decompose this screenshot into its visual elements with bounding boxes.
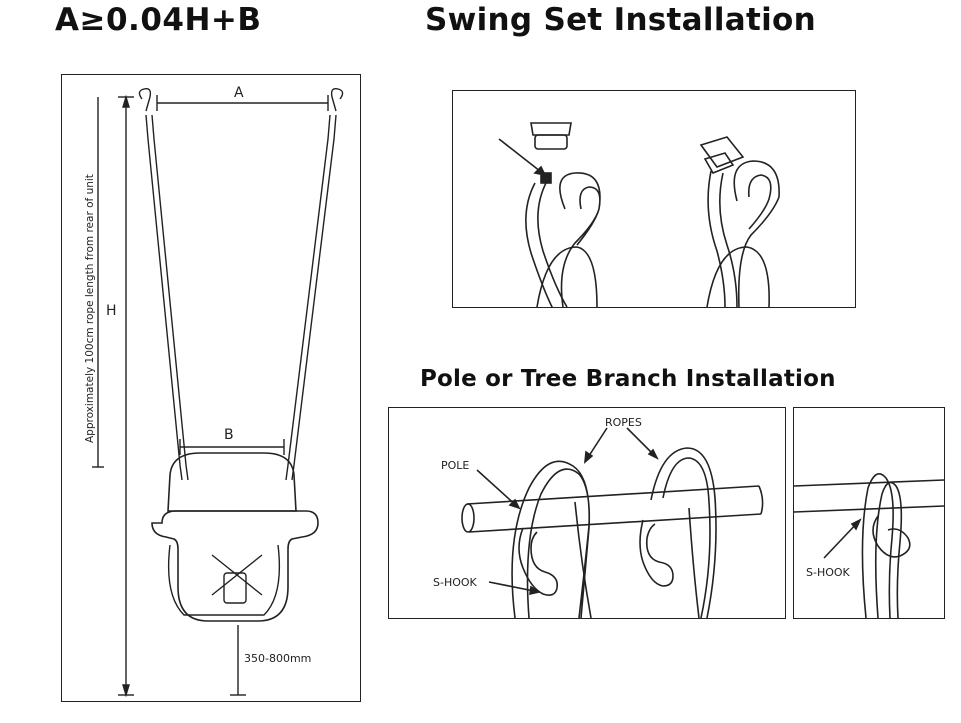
swing-set-installation-title: Swing Set Installation [425,2,816,38]
ground-clearance-label: 350-800mm [244,652,311,665]
seat-base [167,544,281,616]
right-rope-front [291,114,337,481]
rope-two-strand [688,507,700,618]
right-hook-curve [733,160,780,307]
rope-one-strand [574,501,592,618]
s-hook-one [518,527,559,596]
left-hook-shank [525,180,568,307]
pole-installation-drawing: ROPES POLE S-HOOK [433,416,764,618]
branch-installation-drawing: S-HOOK [794,472,944,618]
branch-installation-panel: S-HOOK [793,407,945,619]
rope-one [511,460,591,618]
swing-dimension-drawing: A B H Approximately 100cm rope length fr… [84,85,344,698]
rope-length-note: Approximately 100cm rope length from rea… [84,174,96,443]
label-b: B [224,427,234,443]
swing-dimension-panel: A B H Approximately 100cm rope length fr… [61,74,361,702]
pole-leader [476,469,520,509]
formula-heading: A≥0.04H+B [55,2,262,38]
seat-body [151,510,319,622]
left-rope-front [145,114,183,481]
shook-closing-drawing [498,122,780,307]
arrow-to-hook-end [498,138,546,176]
label-a: A [234,85,244,101]
branch-pole [794,479,944,513]
right-hook-shank [707,170,738,307]
shook-closing-panel [452,90,856,308]
label-pole: POLE [441,459,469,472]
left-rope-back [151,114,189,481]
label-ropes: ROPES [605,416,642,429]
branch-rope [861,472,903,618]
pole-installation-title: Pole or Tree Branch Installation [420,366,836,392]
branch-label-shook: S-HOOK [806,566,851,579]
left-top-hook [138,87,152,112]
right-rope-back [285,114,331,481]
seat-buckle [223,572,247,604]
s-hook-two [639,519,674,587]
cap-left [530,122,572,136]
seat-straps [211,554,263,596]
left-hook-curve [559,172,601,307]
right-top-hook [330,87,344,112]
left-rope-loop [536,246,598,307]
right-rope-loop [706,246,770,307]
label-shook: S-HOOK [433,576,478,589]
pole-shape [466,485,762,533]
label-h: H [106,303,117,319]
seat-back [167,452,297,512]
pole-installation-panel: ROPES POLE S-HOOK [388,407,786,619]
branch-s-hook [872,515,911,558]
rope-two [650,447,717,618]
cap-right [699,136,745,168]
